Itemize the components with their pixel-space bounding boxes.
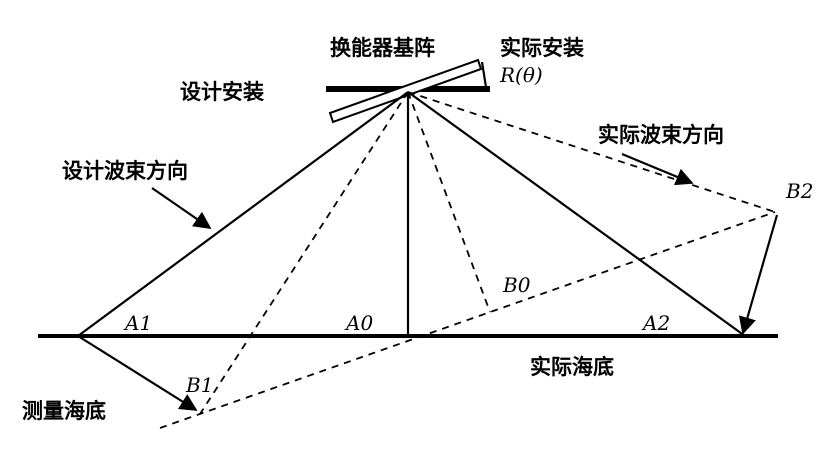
actual-beam-label: 实际波束方向 [598, 123, 724, 147]
transducer-array-label: 换能器基阵 [330, 36, 435, 60]
design-install-label: 设计安装 [180, 80, 264, 104]
design-beam-left [77, 91, 409, 337]
measured-seabed-label: 测量海底 [22, 399, 106, 423]
rotation-indicator-line [480, 61, 488, 88]
actual-beam-right [407, 91, 776, 213]
design-beam-label-arrow [151, 187, 212, 229]
rotation-label: R(θ) [499, 63, 543, 87]
actual-transducer-bar [328, 58, 483, 124]
actual-beam-left [199, 91, 409, 415]
design-beam-label: 设计波束方向 [62, 159, 188, 183]
point-b1-label: B1 [185, 373, 213, 397]
actual-seabed-label: 实际海底 [530, 355, 614, 379]
point-b2-label: B2 [785, 179, 813, 203]
measured-seabed-line [159, 211, 776, 429]
arrow-a1-to-b1 [77, 335, 198, 411]
point-a0-label: A0 [344, 311, 373, 335]
point-b0-label: B0 [502, 273, 531, 297]
actual-beam-label-arrow [621, 152, 694, 186]
point-a1-label: A1 [123, 311, 152, 335]
actual-install-label: 实际安装 [500, 36, 584, 60]
design-beam-right [407, 91, 746, 337]
arrow-b2-to-a2 [738, 214, 779, 335]
actual-beam-center [407, 91, 491, 313]
point-a2-label: A2 [641, 311, 670, 335]
